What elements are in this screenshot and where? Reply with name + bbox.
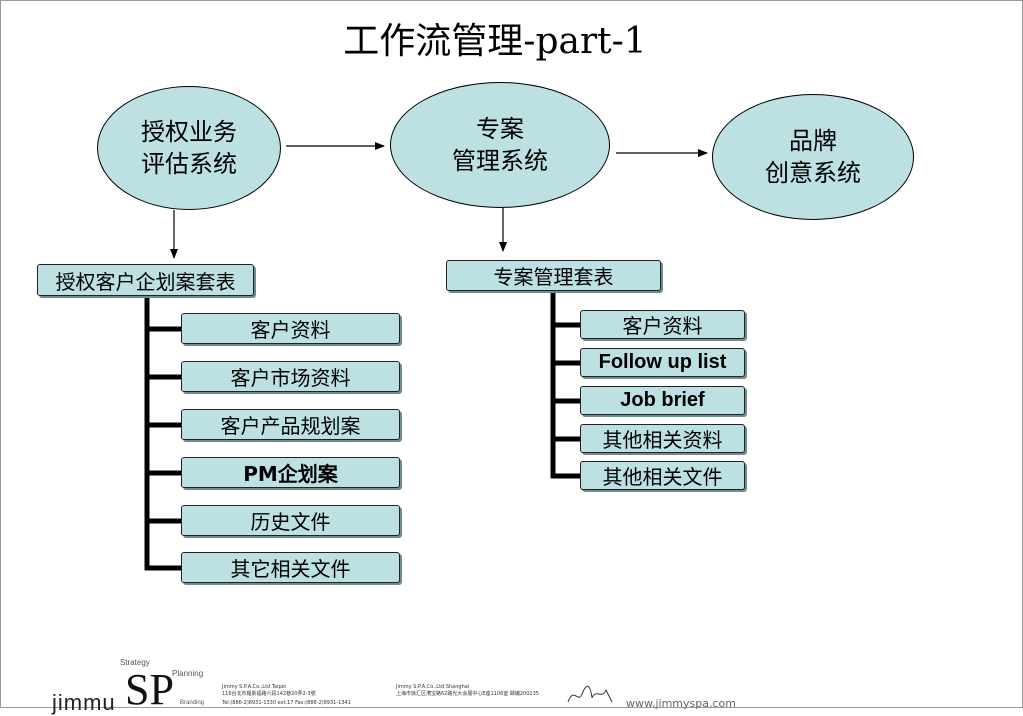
- node-brand-line2: 创意系统: [765, 159, 861, 187]
- footer-taipei-phone: Tel:(886-2)8931-1330 ext.17 Fax:(886-2)8…: [222, 700, 351, 706]
- page-title: 工作流管理-part-1: [343, 21, 647, 62]
- logo-mark: SP: [125, 665, 174, 714]
- right-tree-lines: [550, 291, 581, 479]
- footer-shanghai-name: Jimmy S.P.A.Co.,Ltd Shanghai: [396, 684, 470, 690]
- left-item: 历史文件: [181, 505, 400, 536]
- left-item: 客户产品规划案: [181, 409, 400, 440]
- right-header: 专案管理套表: [446, 260, 661, 291]
- footer-website: www.jimmyspa.com: [626, 697, 736, 710]
- node-project-line1: 专案: [476, 115, 524, 143]
- logo-planning-label: Planning: [172, 669, 204, 678]
- left-item: 其它相关文件: [181, 552, 400, 583]
- left-item: PM企划案: [181, 457, 400, 488]
- footer-taipei-name: Jimmy S.P.A.Co.,Ltd Taipei: [222, 684, 287, 690]
- node-brand-system: 品牌 创意系统: [712, 94, 914, 220]
- signature-scribble: [567, 685, 613, 703]
- node-auth-line2: 评估系统: [141, 150, 237, 178]
- right-item: 其他相关资料: [580, 424, 745, 453]
- node-brand-line1: 品牌: [789, 127, 837, 155]
- footer-shanghai-address: 上海市徐汇区漕宝路62路光大会展中心E座1106室 邮编200235: [396, 691, 539, 697]
- logo-branding-label: Branding: [180, 700, 205, 706]
- node-project-system: 专案 管理系统: [390, 82, 610, 208]
- left-item: 客户市场资料: [181, 361, 400, 392]
- right-item: Follow up list: [580, 348, 745, 377]
- left-header: 授权客户企划案套表: [37, 264, 254, 296]
- node-auth-system: 授权业务 评估系统: [97, 86, 281, 210]
- logo-wordmark: jimmu: [52, 690, 116, 715]
- node-auth-line1: 授权业务: [141, 118, 237, 146]
- left-item: 客户资料: [181, 313, 400, 344]
- right-item: Job brief: [580, 386, 745, 415]
- right-item: 客户资料: [580, 310, 745, 339]
- logo-strategy-label: Strategy: [120, 658, 150, 667]
- right-item: 其他相关文件: [580, 461, 745, 490]
- footer-taipei-address: 116台北市羅斯福路六段142巷20弄2-3號: [222, 691, 316, 697]
- left-tree-lines: [144, 297, 182, 571]
- node-project-line2: 管理系统: [452, 147, 548, 175]
